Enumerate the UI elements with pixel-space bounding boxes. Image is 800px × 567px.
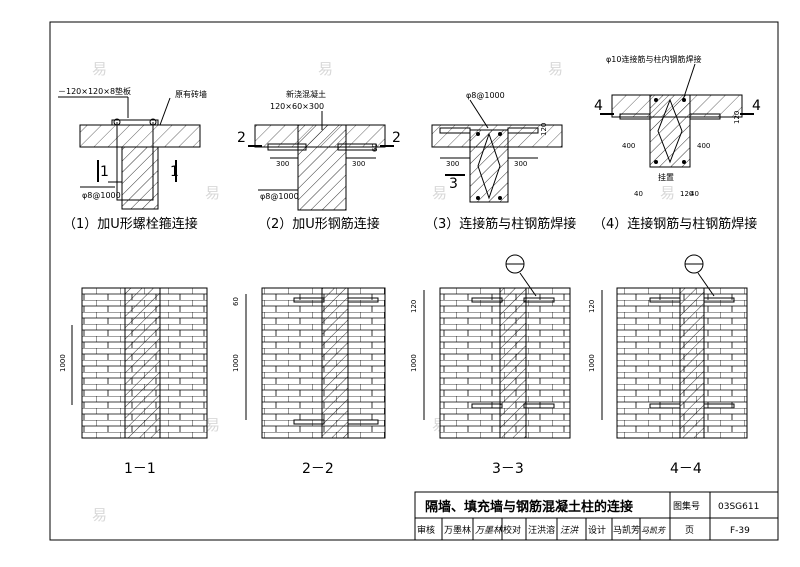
title-block-title: 隔墙、填充墙与钢筋混凝土柱的连接 bbox=[425, 499, 633, 515]
section-2-dim: 1000 bbox=[232, 354, 240, 372]
detail-4-dim-40: 120 bbox=[680, 190, 693, 198]
section-2-2: 60 1000 2－2 bbox=[232, 287, 386, 477]
svg-text:易: 易 bbox=[205, 184, 220, 202]
svg-text:易: 易 bbox=[548, 60, 563, 78]
title-block-page-no: F-39 bbox=[730, 526, 750, 536]
tb-role-check: 校对 bbox=[503, 524, 521, 536]
detail-4-caption: （4）连接钢筋与柱钢筋焊接 bbox=[593, 216, 757, 232]
detail-2-cut-left: 2 bbox=[237, 130, 246, 146]
tb-name-design: 马凯芳 bbox=[613, 524, 640, 536]
detail-1-cut-left: 1 bbox=[100, 164, 109, 180]
svg-text:易: 易 bbox=[92, 60, 107, 78]
detail-3-ties bbox=[477, 132, 501, 200]
detail-2-caption: （2）加U形钢筋连接 bbox=[258, 216, 380, 232]
svg-text:易: 易 bbox=[318, 60, 333, 78]
svg-text:易: 易 bbox=[205, 416, 220, 434]
section-3-dim-120: 120 bbox=[410, 300, 418, 313]
detail-4-dim-120b: 40 bbox=[634, 190, 643, 198]
detail-2-column bbox=[297, 124, 347, 211]
tb-sign-review: 万墨林 bbox=[475, 525, 503, 536]
detail-1-caption: （1）加U形螺栓箍连接 bbox=[63, 216, 198, 232]
detail-4-dim-400-left: 400 bbox=[622, 142, 635, 150]
detail-3-dim-left: 300 bbox=[446, 160, 459, 168]
detail-1-column bbox=[121, 146, 159, 210]
section-1-label: 1－1 bbox=[124, 461, 156, 477]
detail-4-label-rebar: φ10连接筋与柱内钢筋焊接 bbox=[606, 54, 701, 64]
detail-1-label-rebar: φ8@1000 bbox=[82, 191, 121, 200]
tb-sign-check: 汪洪 bbox=[560, 525, 579, 536]
tb-role-design: 设计 bbox=[588, 524, 606, 536]
tb-name-check: 汪洪溶 bbox=[528, 524, 555, 536]
detail-4: φ10连接筋与柱内钢筋焊接 400 400 120 挂置 40 120 40 4… bbox=[593, 54, 761, 232]
detail-3-caption: （3）连接筋与柱钢筋焊接 bbox=[425, 216, 576, 232]
tb-role-review: 审核 bbox=[417, 524, 435, 536]
detail-3-label-rebar: φ8@1000 bbox=[466, 91, 505, 100]
detail-4-label-hang: 挂置 bbox=[658, 172, 674, 182]
title-block: 隔墙、填充墙与钢筋混凝土柱的连接 图集号 03SG611 审核 万墨林 万墨林 … bbox=[414, 491, 779, 541]
section-1-1: 1000 1－1 bbox=[59, 287, 208, 477]
detail-2-label-rebar: φ8@1000 bbox=[260, 192, 299, 201]
detail-2-dim-left: 300 bbox=[276, 160, 289, 168]
section-3-label: 3－3 bbox=[492, 461, 524, 477]
section-4-dim: 1000 bbox=[588, 354, 596, 372]
section-4-4: 120 1000 4－4 bbox=[588, 254, 748, 477]
detail-1-cut-right: 1 bbox=[170, 164, 179, 180]
detail-1-label-plate: －120×120×8垫板 bbox=[58, 86, 131, 96]
title-block-atlas-no: 03SG611 bbox=[718, 502, 759, 512]
detail-4-dim-120: 120 bbox=[733, 111, 741, 124]
svg-text:易: 易 bbox=[432, 184, 447, 202]
detail-1-u-bolt bbox=[116, 122, 154, 201]
title-block-page-label: 页 bbox=[685, 525, 694, 536]
detail-4-cut-right: 4 bbox=[752, 98, 761, 114]
section-2-label: 2－2 bbox=[302, 461, 334, 477]
tb-name-review: 万墨林 bbox=[444, 524, 471, 536]
section-3-dim: 1000 bbox=[410, 354, 418, 372]
detail-3-cut-mark: 3 bbox=[449, 176, 458, 192]
detail-1-label-wall: 原有砖墙 bbox=[175, 89, 207, 99]
detail-3-dim-120: 120 bbox=[540, 123, 548, 136]
svg-text:易: 易 bbox=[660, 184, 675, 202]
detail-4-ties bbox=[657, 98, 683, 164]
detail-1-plate bbox=[111, 119, 159, 126]
detail-4-dim-400-right: 400 bbox=[697, 142, 710, 150]
title-block-atlas-label: 图集号 bbox=[673, 500, 700, 512]
detail-4-column bbox=[649, 94, 691, 168]
detail-2-cut-right: 2 bbox=[392, 130, 401, 146]
section-3-3: 120 1000 3－3 bbox=[410, 254, 571, 477]
section-1-dim: 1000 bbox=[59, 354, 67, 372]
detail-1-wall bbox=[79, 124, 201, 148]
section-2-dim-60: 60 bbox=[232, 297, 240, 306]
detail-2-label-size: 120×60×300 bbox=[270, 102, 324, 111]
tb-sign-design: 马凯芳 bbox=[641, 526, 667, 535]
detail-2-dim-60: 60 bbox=[371, 143, 379, 152]
section-4-dim-120: 120 bbox=[588, 300, 596, 313]
svg-text:易: 易 bbox=[92, 506, 107, 524]
detail-3-dim-right: 300 bbox=[514, 160, 527, 168]
detail-2-label-concrete: 新浇混凝土 bbox=[286, 89, 326, 99]
detail-3: φ8@1000 300 300 120 3 （3）连接筋与柱钢筋焊接 bbox=[425, 91, 576, 232]
detail-3-column bbox=[469, 129, 509, 203]
detail-4-dim-40b: 40 bbox=[690, 190, 699, 198]
detail-1: －120×120×8垫板 原有砖墙 1 1 φ8@1000 （1）加U形螺栓箍连… bbox=[58, 86, 207, 232]
detail-2: 新浇混凝土 120×60×300 300 300 60 2 2 φ8@1000 … bbox=[237, 89, 401, 232]
detail-2-dim-right: 300 bbox=[352, 160, 365, 168]
drawing-frame bbox=[49, 21, 779, 541]
section-4-label: 4－4 bbox=[670, 461, 702, 477]
detail-4-cut-left: 4 bbox=[594, 98, 603, 114]
